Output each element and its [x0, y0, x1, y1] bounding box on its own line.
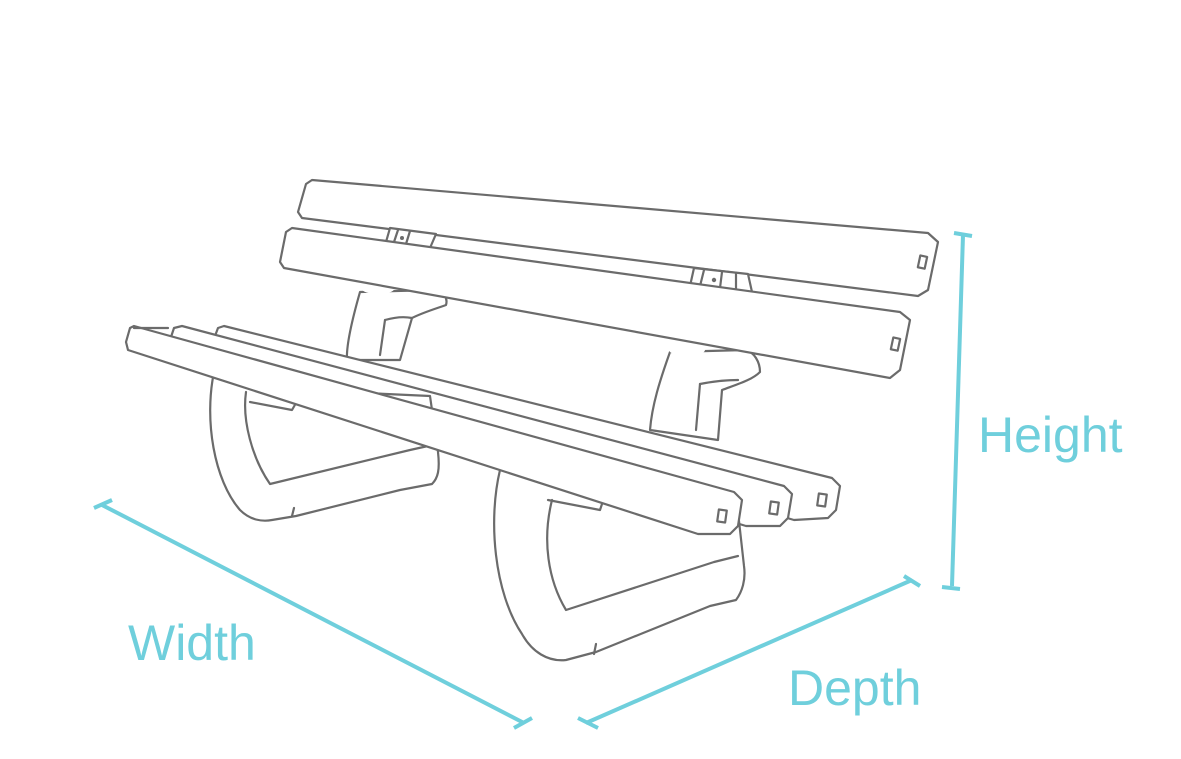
width-label: Width: [128, 615, 256, 671]
depth-tick-end: [902, 574, 922, 588]
height-tick-bottom: [941, 585, 961, 591]
height-dimension-line: [950, 234, 965, 587]
height-label: Height: [978, 407, 1123, 463]
backrest-slat-top: [296, 178, 940, 298]
depth-label: Depth: [788, 660, 921, 716]
depth-dimension: [577, 574, 922, 730]
backrest-slat-bottom: [278, 226, 912, 380]
width-tick-end: [513, 716, 533, 730]
bench-illustration: [124, 178, 940, 662]
seat-slat-front: [124, 324, 744, 536]
height-dimension: [941, 231, 973, 591]
back-leg-right: [648, 344, 762, 442]
depth-dimension-line: [585, 578, 913, 725]
depth-tick-start: [577, 716, 599, 730]
height-tick-top: [953, 231, 973, 238]
width-dimension-line: [101, 503, 525, 725]
width-dimension: [93, 498, 533, 730]
width-tick-start: [93, 498, 113, 510]
